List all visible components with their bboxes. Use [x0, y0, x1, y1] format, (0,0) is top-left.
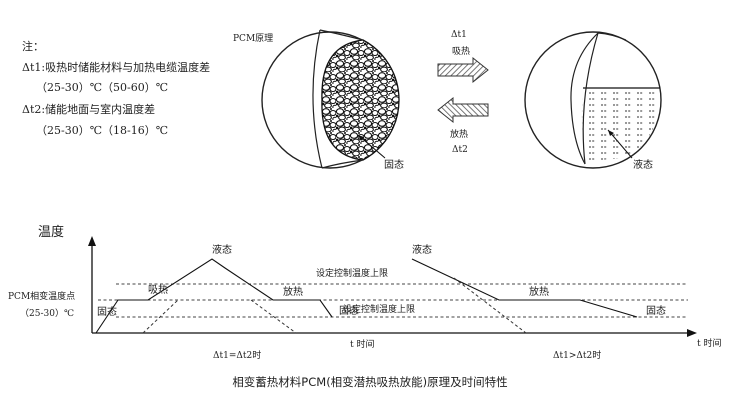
- principle-title: PCM原理: [233, 33, 273, 44]
- cycle2-release-label: 放热: [529, 285, 549, 298]
- notes-dt1-label: Δt1:吸热时储能材料与加热电缆温度差: [22, 61, 211, 74]
- upper-limit-label: 设定控制温度上限: [316, 267, 388, 279]
- arrow-top-label-1: Δt1: [451, 30, 467, 40]
- notes-heading: 注：: [22, 40, 44, 53]
- arrow-bottom-label-1: 放热: [450, 128, 468, 140]
- cycle1-condition: Δt1=Δt2时: [213, 349, 261, 361]
- solid-material: [321, 39, 400, 161]
- cycle1-time-label: t 时间: [350, 338, 374, 350]
- lower-limit-label: 设定控制温度上限: [343, 303, 415, 315]
- arrow-absorb: [437, 56, 489, 84]
- y-axis-arrow: [88, 236, 96, 246]
- arrow-bottom-label-2: Δt2: [452, 145, 468, 155]
- cycle2-solid-right: 固态: [646, 304, 666, 317]
- cycle2-liquid-label: 液态: [412, 243, 432, 256]
- cycle1-absorb-label: 吸热: [148, 283, 168, 296]
- cycle1-liquid-label: 液态: [212, 243, 232, 256]
- pcm-point-value: （25-30）℃: [20, 308, 74, 319]
- liquid-label: 液态: [633, 158, 653, 171]
- cycle1-release-label: 放热: [283, 285, 303, 298]
- cycle2-fall-dashed: [453, 277, 527, 334]
- y-axis-label: 温度: [38, 224, 64, 240]
- arrow-top-label-2: 吸热: [452, 45, 470, 57]
- cycle2-condition: Δt1>Δt2时: [553, 349, 601, 361]
- cycle2-curve: [411, 258, 638, 318]
- cycle1-fall-dashed: [250, 299, 297, 334]
- pcm-point-label: PCM相变温度点: [8, 290, 75, 302]
- figure-caption: 相变蓄热材料PCM(相变潜热吸热放能)原理及时间特性: [232, 375, 507, 389]
- cycle1-solid-left: 固态: [97, 305, 117, 318]
- liquid-material: [581, 88, 660, 160]
- sphere-cut-line-right: [582, 32, 599, 165]
- solid-sphere: [261, 29, 400, 169]
- arrow-release: [437, 96, 489, 124]
- cycle1-rise-dashed: [142, 299, 179, 334]
- notes-dt2-label: Δt2:储能地面与室内温度差: [22, 103, 156, 116]
- cycle1-solid-right: 固态: [339, 304, 359, 317]
- liquid-sphere: [524, 31, 662, 169]
- cycle2-time-label: t 时间: [697, 337, 721, 349]
- liquid-pointer: [607, 129, 633, 159]
- notes-dt1-value: （25-30）℃（50-60）℃: [36, 81, 169, 94]
- sphere-cut-line: [312, 29, 323, 169]
- solid-label: 固态: [384, 158, 404, 171]
- x-axis-arrow: [687, 329, 697, 337]
- notes-dt2-value: （25-30）℃（18-16）℃: [36, 124, 169, 137]
- cycle1-curve: [95, 258, 333, 334]
